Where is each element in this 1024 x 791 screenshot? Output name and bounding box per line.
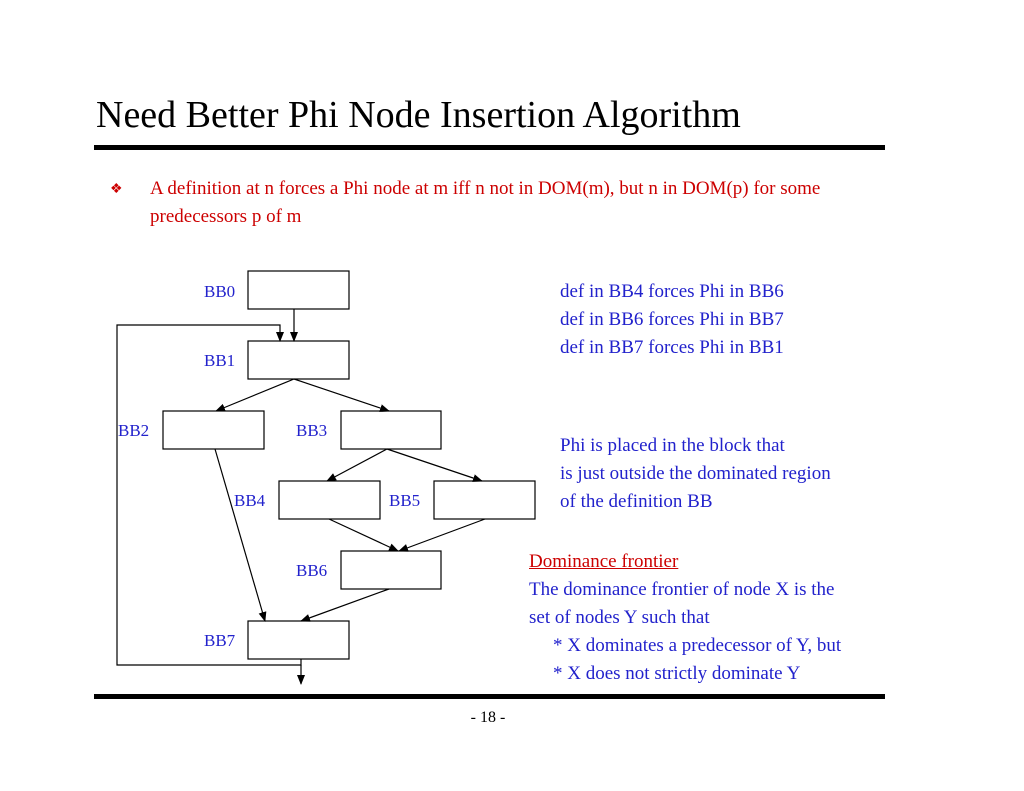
placement-line: Phi is placed in the block that [560,435,785,456]
dominance-frontier-heading: Dominance frontier [529,551,679,572]
block-bb4 [278,480,381,520]
label-bb0: BB0 [204,282,235,301]
label-bb2: BB2 [118,421,149,440]
block-bb2 [162,410,265,450]
phi-forcing-line: def in BB7 forces Phi in BB1 [560,337,784,358]
slide-title: Need Better Phi Node Insertion Algorithm [96,94,741,136]
label-bb3: BB3 [296,421,327,440]
label-bb7: BB7 [204,631,236,650]
phi-forcing-notes: def in BB4 forces Phi in BB6 def in BB6 … [560,278,784,362]
dominance-frontier-bullet: * X dominates a predecessor of Y, but [553,635,842,656]
footer-rule [94,694,885,699]
title-rule [94,145,885,150]
label-bb4: BB4 [234,491,266,510]
phi-placement-note: Phi is placed in the block that is just … [560,432,831,516]
edge-bb7-bb1-backedge [116,324,302,666]
block-bb7 [247,620,350,660]
page-number: - 18 - [470,709,506,726]
bullet-text: A definition at n forces a Phi node at m… [150,178,821,227]
edge-bb5-bb6 [398,518,486,552]
edge-bb2-bb7 [214,448,267,622]
edge-bb3-bb4 [326,448,388,482]
block-bb0 [247,270,350,310]
edge-bb3-bb5 [386,448,483,482]
edge-bb4-bb6 [328,518,399,552]
dominance-frontier-note: Dominance frontier The dominance frontie… [529,548,841,688]
label-bb1: BB1 [204,351,235,370]
placement-line: is just outside the dominated region [560,463,831,484]
placement-line: of the definition BB [560,491,713,512]
dominance-frontier-line: set of nodes Y such that [529,607,710,628]
block-bb6 [340,550,442,590]
phi-forcing-line: def in BB6 forces Phi in BB7 [560,309,784,330]
edge-bb6-bb7 [300,588,390,622]
dominance-frontier-line: The dominance frontier of node X is the [529,579,835,600]
diamond-bullet-icon: ❖ [110,182,123,197]
label-bb5: BB5 [389,491,420,510]
block-bb3 [340,410,442,450]
edge-bb1-bb2 [215,378,295,412]
dominance-frontier-bullet: * X does not strictly dominate Y [553,663,801,684]
block-bb5 [433,480,536,520]
edge-bb1-bb3 [293,378,390,412]
phi-forcing-line: def in BB4 forces Phi in BB6 [560,281,784,302]
label-bb6: BB6 [296,561,327,580]
block-bb1 [247,340,350,380]
